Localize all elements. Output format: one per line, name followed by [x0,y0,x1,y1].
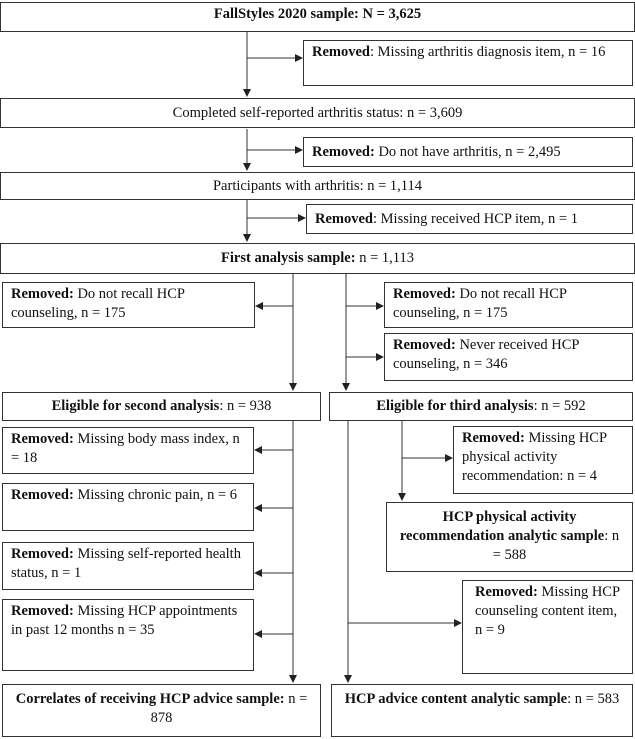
box-rm-bmi-text: Missing body mass index, n = 18 [11,431,240,466]
box-content-sample-text: : n = 583 [567,691,620,707]
box-correlates-bold: Correlates of receiving HCP advice sampl… [15,691,285,707]
box-removed-appointments: Removed: Missing HCP appointments in pas… [2,599,254,671]
box-rm-appts-text: Missing HCP appointments in past 12 mont… [11,603,238,638]
box-eligible-third: Eligible for third analysis: n = 592 [329,392,633,421]
box-first-sample-text: n = 1,113 [355,250,414,266]
box-completed-status: Completed self-reported arthritis status… [0,98,635,128]
box-rm-recall-right-bold: Removed: [393,286,456,302]
box-rm-health-text: Missing self-reported health status, n =… [11,546,241,581]
box-rm-no-arthritis-text: Do not have arthritis, n = 2,495 [374,144,561,160]
box-removed-pa-recommendation: Removed: Missing HCP physical activity r… [453,426,633,494]
box-removed-counseling-content: Removed: Missing HCP counseling content … [462,580,633,674]
box-removed-arthritis-item: Removed: Missing arthritis diagnosis ite… [303,40,633,86]
box-first-sample-bold: First analysis sample: [221,250,356,266]
box-content-sample-bold: HCP advice content analytic sample [344,691,568,707]
box-rm-never-text: Never received HCP counseling, n = 346 [393,337,579,372]
box-rm-no-arthritis-bold: Removed: [312,144,375,160]
box-rm-bmi-bold: Removed: [11,431,74,447]
box-participants-arthritis: Participants with arthritis: n = 1,114 [0,172,635,200]
box-rm-recall-left-text: Do not recall HCP counseling, n = 175 [11,286,185,321]
box-rm-pa-rec-text: Missing HCP physical activity recommenda… [462,430,607,484]
box-eligible-second-bold: Eligible for second analysis [51,398,220,414]
box-rm-content-bold: Removed: [475,584,538,600]
box-removed-chronic-pain: Removed: Missing chronic pain, n = 6 [2,483,254,531]
box-rm-pa-rec-bold: Removed: [462,430,525,446]
box-first-analysis-sample: First analysis sample: n = 1,113 [0,243,635,274]
box-eligible-third-bold: Eligible for third analysis [376,398,534,414]
box-fallstyles-bold: FallStyles 2020 sample: N = 3,625 [213,6,422,22]
box-rm-pain-text: Missing chronic pain, n = 6 [73,487,238,503]
box-with-arthritis-text: Participants with arthritis: n = 1,114 [212,178,422,194]
box-rm-recall-left-bold: Removed: [11,286,74,302]
box-completed-text: Completed self-reported arthritis status… [172,105,463,121]
box-rm-content-text: Missing HCP counseling content item, n =… [475,584,620,638]
box-rm-pain-bold: Removed: [11,487,74,503]
box-removed-recall-right: Removed: Do not recall HCP counseling, n… [384,282,633,328]
box-removed-health-status: Removed: Missing self-reported health st… [2,542,254,590]
box-rm-hcp-item-text: : Missing received HCP item, n = 1 [373,211,578,227]
box-content-analytic-sample: HCP advice content analytic sample: n = … [331,684,633,737]
box-removed-bmi: Removed: Missing body mass index, n = 18 [2,427,254,474]
box-rm-health-bold: Removed: [11,546,74,562]
box-rm-arthritis-item-bold: Removed [312,44,370,60]
box-removed-hcp-item: Removed: Missing received HCP item, n = … [306,204,633,234]
box-correlates-text: n = 878 [150,691,308,726]
box-pa-sample-bold: HCP physical activity recommendation ana… [399,509,605,544]
box-pa-analytic-sample: HCP physical activity recommendation ana… [386,502,633,572]
box-fallstyles-sample: FallStyles 2020 sample: N = 3,625 [0,2,635,32]
box-rm-arthritis-item-text: : Missing arthritis diagnosis item, n = … [370,44,606,60]
box-rm-hcp-item-bold: Removed [315,211,373,227]
box-rm-recall-right-text: Do not recall HCP counseling, n = 175 [393,286,567,321]
box-correlates-sample: Correlates of receiving HCP advice sampl… [2,684,321,737]
box-rm-never-bold: Removed: [393,337,456,353]
box-eligible-second: Eligible for second analysis: n = 938 [2,392,321,421]
box-pa-sample-text: : n = 588 [492,528,620,563]
box-removed-never-received: Removed: Never received HCP counseling, … [384,333,633,381]
box-eligible-third-text: : n = 592 [533,398,586,414]
box-removed-recall-left: Removed: Do not recall HCP counseling, n… [2,282,255,328]
box-removed-no-arthritis: Removed: Do not have arthritis, n = 2,49… [303,137,633,167]
box-rm-appts-bold: Removed: [11,603,74,619]
box-eligible-second-text: : n = 938 [219,398,272,414]
